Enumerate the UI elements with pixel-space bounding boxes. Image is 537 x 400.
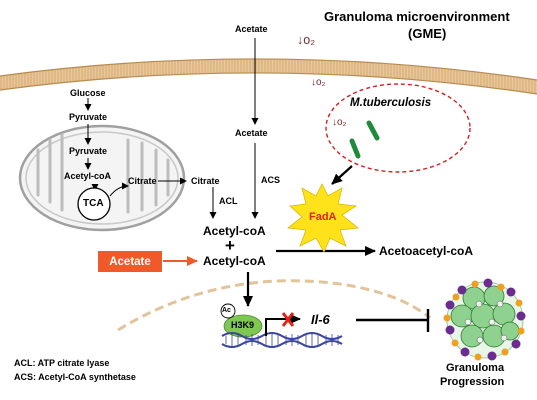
acetoacetyl-coa-label: Acetoacetyl-coA	[379, 244, 474, 258]
arrow-tca-citrate	[109, 182, 129, 197]
block-x-icon	[281, 312, 295, 327]
bacteria-rods	[349, 120, 380, 159]
title-line-1: Granuloma microenvironment	[324, 9, 510, 24]
acetyl-coa-mito-label: Acetyl-coA	[64, 171, 112, 181]
title-line-2: (GME)	[408, 26, 447, 41]
o2-label-mid: ↓o₂	[311, 77, 326, 88]
h3k9-label: H3K9	[231, 320, 255, 330]
outcome-label-1: Granuloma	[446, 362, 505, 374]
fada-label: FadA	[309, 211, 337, 223]
pyruvate-cyto-label: Pyruvate	[69, 112, 108, 122]
cell-membrane	[0, 58, 537, 95]
arrow-bacteria-fada	[331, 165, 353, 185]
bacteria-label: M.tuberculosis	[350, 97, 432, 109]
outcome-label-2: Progression	[440, 376, 505, 388]
legend-acs: ACS: Acetyl-CoA synthetase	[14, 372, 136, 382]
acl-label: ACL	[219, 196, 238, 206]
legend-acl: ACL: ATP citrate lyase	[14, 358, 110, 368]
inhibition-arrow	[356, 309, 430, 332]
fada-star	[286, 183, 359, 253]
acetate-box: Acetate	[98, 251, 162, 272]
bacteria-ellipse	[325, 83, 471, 173]
o2-label-top: ↓o₂	[297, 33, 316, 47]
ac-label: Ac	[222, 307, 231, 314]
plus-sign: +	[225, 236, 235, 255]
granuloma-cluster-icon	[443, 278, 526, 361]
acetyl-coa-label-1: Acetyl-coA	[203, 224, 266, 238]
acetate-extracellular-label: Acetate	[235, 24, 268, 34]
acetyl-coa-label-2: Acetyl-coA	[203, 254, 266, 268]
dna-helix	[221, 332, 343, 348]
o2-label-bacteria: ↓o₂	[332, 117, 347, 128]
acs-label: ACS	[261, 175, 281, 185]
acetyl-mark	[220, 303, 236, 319]
pyruvate-mito-label: Pyruvate	[69, 146, 108, 156]
citrate-mito-label: Citrate	[128, 176, 157, 186]
tca-cycle	[77, 187, 111, 221]
tca-label: TCA	[83, 198, 104, 209]
acetate-intracellular-label: Acetate	[235, 128, 268, 138]
citrate-cyto-label: Citrate	[191, 176, 220, 186]
glucose-label: Glucose	[70, 88, 106, 98]
nuclear-envelope	[117, 279, 431, 332]
il6-label: Il-6	[311, 312, 330, 327]
